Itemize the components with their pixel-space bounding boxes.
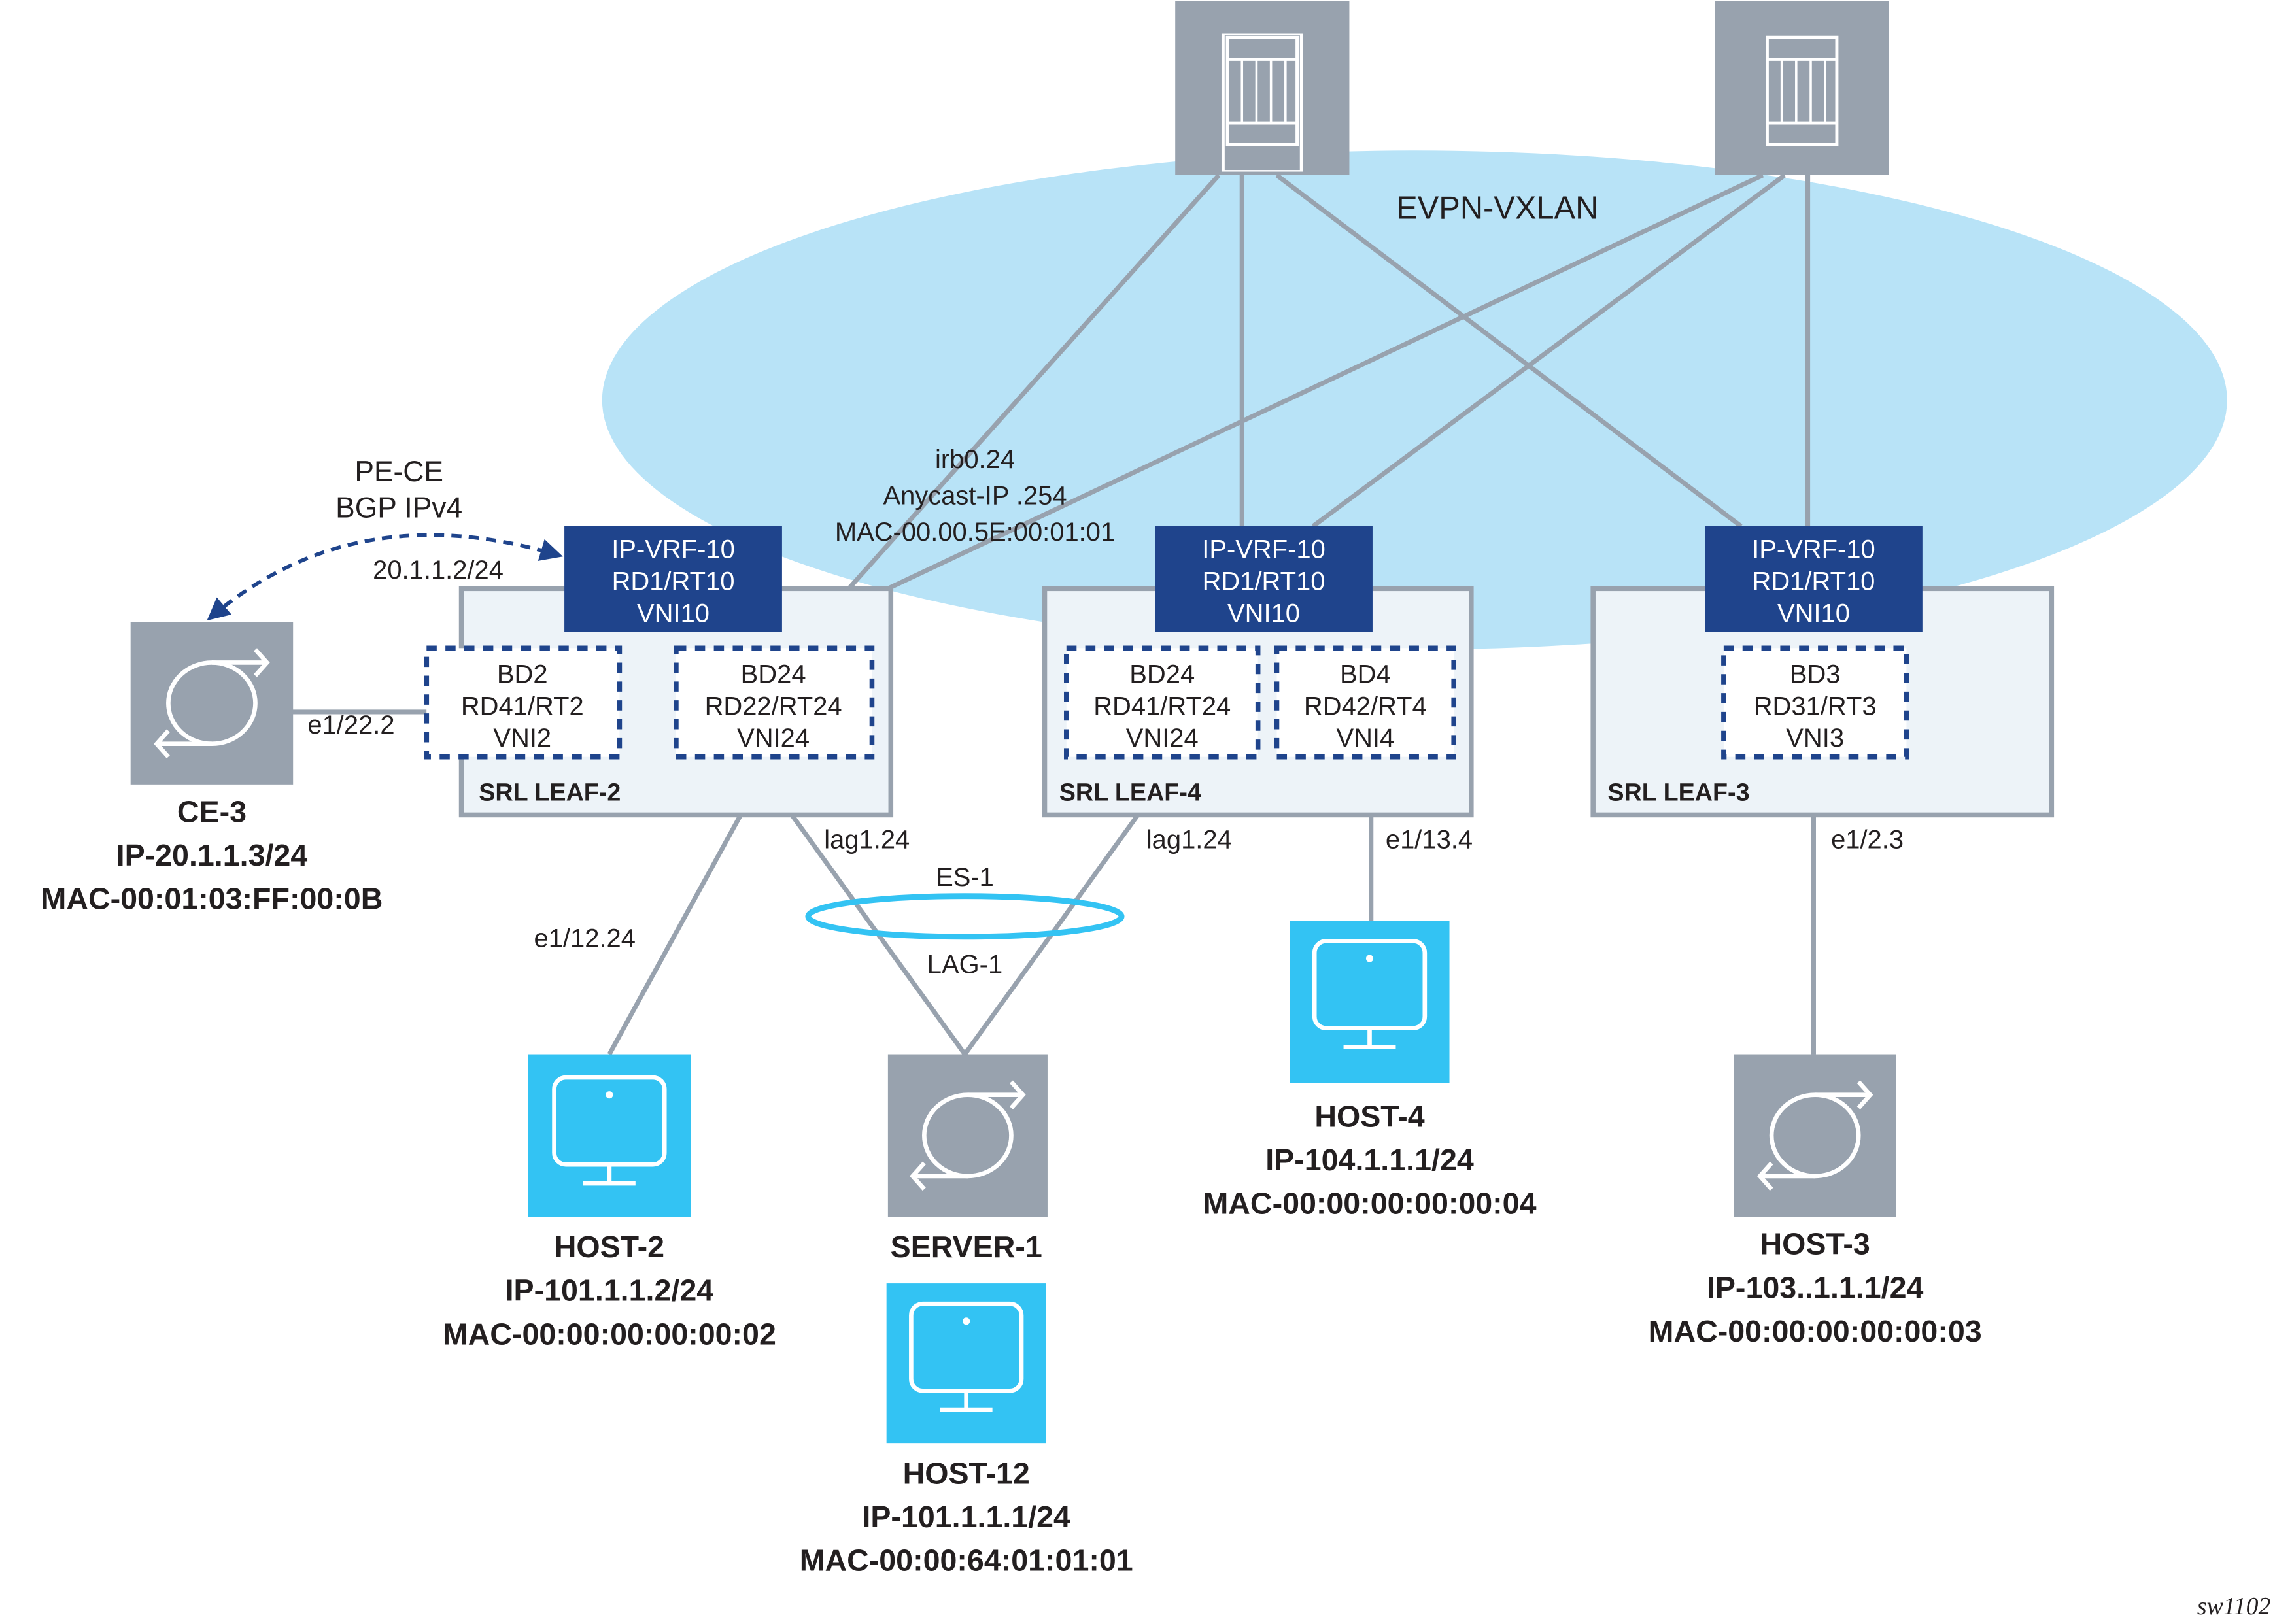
ethernet-segment-ring: [805, 893, 1125, 940]
svg-text:BD24: BD24: [741, 660, 806, 689]
svg-text:VNI10: VNI10: [637, 599, 710, 628]
svg-text:MAC-00:00:64:01:01:01: MAC-00:00:64:01:01:01: [800, 1543, 1133, 1577]
svg-text:IP-VRF-10: IP-VRF-10: [1752, 535, 1875, 564]
svg-text:BGP IPv4: BGP IPv4: [335, 492, 462, 524]
svg-text:RD42/RT4: RD42/RT4: [1304, 692, 1427, 720]
evpn-vxlan-overlay-cloud: [602, 150, 2227, 650]
svg-text:MAC-00:00:00:00:00:02: MAC-00:00:00:00:00:02: [443, 1317, 776, 1351]
svg-text:IP-104.1.1.1/24: IP-104.1.1.1/24: [1265, 1143, 1474, 1177]
lag-label: LAG-1: [927, 950, 1002, 979]
svg-text:VNI24: VNI24: [737, 724, 810, 753]
svg-text:RD1/RT10: RD1/RT10: [612, 567, 735, 596]
svg-text:irb0.24: irb0.24: [935, 445, 1015, 474]
link-spine1-leaf2: [847, 173, 1221, 590]
svg-text:BD24: BD24: [1129, 660, 1195, 689]
svg-text:VNI10: VNI10: [1227, 599, 1300, 628]
interface-label: e1/2.3: [1831, 825, 1904, 854]
svg-text:MAC-00:00:00:00:00:03: MAC-00:00:00:00:00:03: [1649, 1314, 1982, 1348]
spine-2[interactable]: [1715, 1, 1889, 175]
svg-text:HOST-3: HOST-3: [1760, 1227, 1870, 1261]
pe-ce-bgp-annotation: PE-CE BGP IPv4 20.1.1.2/24: [207, 456, 563, 621]
svg-text:SERVER-1: SERVER-1: [891, 1230, 1042, 1264]
interface-label: e1/12.24: [534, 924, 636, 953]
bridge-domain-box: BD24 RD22/RT24 VNI24: [674, 645, 875, 760]
bridge-domain-box: BD4 RD42/RT4 VNI4: [1274, 645, 1456, 760]
endpoint-host-12[interactable]: HOST-12 IP-101.1.1.1/24 MAC-00:00:64:01:…: [800, 1283, 1133, 1577]
ip-vrf-box: IP-VRF-10 RD1/RT10 VNI10: [564, 526, 782, 632]
figure-id: sw1102: [2197, 1593, 2271, 1620]
link-spine2-leaf2: [887, 173, 1764, 591]
svg-text:HOST-12: HOST-12: [903, 1456, 1030, 1490]
svg-text:HOST-4: HOST-4: [1314, 1099, 1424, 1133]
es-label: ES-1: [936, 863, 994, 892]
leaf-name: SRL LEAF-2: [479, 778, 621, 805]
svg-text:RD22/RT24: RD22/RT24: [705, 692, 842, 720]
spine-1[interactable]: [1175, 1, 1350, 175]
svg-text:VNI24: VNI24: [1126, 724, 1199, 753]
bridge-domain-box: BD2 RD41/RT2 VNI2: [424, 645, 623, 760]
interface-label: e1/13.4: [1386, 825, 1473, 854]
svg-text:VNI4: VNI4: [1336, 724, 1394, 753]
chassis-router-icon: [1765, 35, 1839, 146]
svg-text:MAC-00:00:00:00:00:04: MAC-00:00:00:00:00:04: [1203, 1187, 1537, 1221]
svg-text:IP-101.1.1.1/24: IP-101.1.1.1/24: [862, 1500, 1070, 1534]
leaf-srl-leaf-4[interactable]: IP-VRF-10 RD1/RT10 VNI10 BD24 RD41/RT24 …: [1042, 526, 1474, 818]
endpoint-host-3[interactable]: HOST-3 IP-103..1.1.1/24 MAC-00:00:00:00:…: [1649, 1054, 1982, 1348]
svg-text:20.1.1.2/24: 20.1.1.2/24: [373, 556, 504, 584]
svg-text:BD2: BD2: [497, 660, 548, 689]
chassis-router-icon: [1221, 33, 1303, 172]
svg-text:VNI2: VNI2: [493, 724, 551, 753]
interface-label: e1/22.2: [307, 711, 394, 739]
endpoint-host-4[interactable]: HOST-4 IP-104.1.1.1/24 MAC-00:00:00:00:0…: [1203, 921, 1537, 1221]
svg-text:RD31/RT3: RD31/RT3: [1754, 692, 1877, 720]
svg-text:RD41/RT2: RD41/RT2: [461, 692, 584, 720]
bridge-domain-box: BD24 RD41/RT24 VNI24: [1064, 645, 1261, 760]
leaf-srl-leaf-2[interactable]: IP-VRF-10 RD1/RT10 VNI10 BD2 RD41/RT2 VN…: [424, 526, 894, 818]
link-spine1-leaf3: [1275, 173, 1743, 528]
svg-text:VNI10: VNI10: [1777, 599, 1850, 628]
svg-text:CE-3: CE-3: [177, 795, 247, 829]
svg-text:MAC-00.00.5E:00:01:01: MAC-00.00.5E:00:01:01: [835, 518, 1115, 547]
ip-vrf-box: IP-VRF-10 RD1/RT10 VNI10: [1705, 526, 1923, 632]
svg-text:HOST-2: HOST-2: [555, 1230, 664, 1264]
fabric-links: [847, 173, 1811, 591]
svg-text:IP-103..1.1.1/24: IP-103..1.1.1/24: [1707, 1270, 1924, 1304]
svg-text:Anycast-IP .254: Anycast-IP .254: [883, 482, 1067, 511]
irb-annotation: irb0.24 Anycast-IP .254 MAC-00.00.5E:00:…: [835, 445, 1115, 547]
svg-text:IP-20.1.1.3/24: IP-20.1.1.3/24: [116, 838, 308, 872]
endpoint-host-2[interactable]: HOST-2 IP-101.1.1.2/24 MAC-00:00:00:00:0…: [443, 1054, 776, 1351]
svg-text:VNI3: VNI3: [1786, 724, 1844, 753]
svg-text:RD41/RT24: RD41/RT24: [1093, 692, 1231, 720]
svg-text:PE-CE: PE-CE: [354, 456, 443, 488]
interface-labels: e1/22.2 e1/12.24 lag1.24 lag1.24 e1/13.4…: [307, 711, 1904, 979]
interface-label: lag1.24: [824, 825, 910, 854]
svg-text:IP-101.1.1.2/24: IP-101.1.1.2/24: [505, 1274, 714, 1308]
svg-text:BD3: BD3: [1790, 660, 1841, 689]
svg-text:MAC-00:01:03:FF:00:0B: MAC-00:01:03:FF:00:0B: [41, 882, 383, 916]
endpoint-ce-3[interactable]: CE-3 IP-20.1.1.3/24 MAC-00:01:03:FF:00:0…: [41, 622, 383, 916]
bridge-domain-box: BD3 RD31/RT3 VNI3: [1721, 645, 1909, 760]
leaf-srl-leaf-3[interactable]: IP-VRF-10 RD1/RT10 VNI10 BD3 RD31/RT3 VN…: [1590, 526, 2055, 818]
leaf-name: SRL LEAF-3: [1607, 778, 1749, 805]
link-spine2-leaf4: [1311, 173, 1787, 528]
ip-vrf-box: IP-VRF-10 RD1/RT10 VNI10: [1155, 526, 1373, 632]
endpoint-server-1[interactable]: SERVER-1: [887, 1054, 1048, 1264]
overlay-label: EVPN-VXLAN: [1396, 191, 1598, 226]
svg-text:IP-VRF-10: IP-VRF-10: [611, 535, 735, 564]
svg-text:RD1/RT10: RD1/RT10: [1753, 567, 1875, 596]
svg-text:IP-VRF-10: IP-VRF-10: [1202, 535, 1326, 564]
svg-text:BD4: BD4: [1340, 660, 1391, 689]
interface-label: lag1.24: [1146, 825, 1232, 854]
bgp-session-arrow: [207, 533, 563, 621]
svg-text:RD1/RT10: RD1/RT10: [1203, 567, 1326, 596]
leaf-name: SRL LEAF-4: [1059, 778, 1201, 805]
